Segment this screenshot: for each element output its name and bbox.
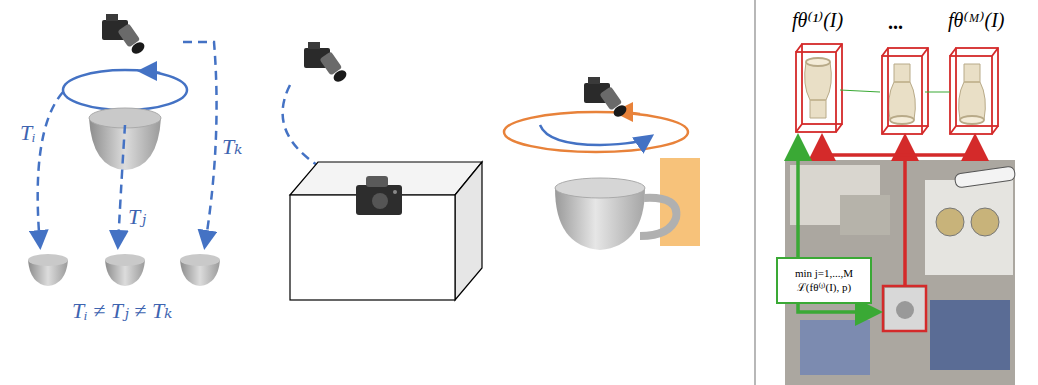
bowl-scene (28, 14, 220, 286)
loss-box: min j=1,...,M ℒ(fθ⁽ʲ⁾(I), p) (776, 257, 872, 304)
math-label: Tⱼ (128, 206, 146, 228)
math-label: fθ⁽ᴹ⁾(I) (948, 10, 1005, 30)
math-label: Tᵢ (20, 122, 36, 144)
box-scene (283, 42, 482, 300)
formula-text: min j=1,...,M ℒ(fθ⁽ʲ⁾(I), p) (782, 267, 866, 295)
mug-scene (504, 77, 700, 250)
math-label: fθ⁽¹⁾(I) (792, 10, 843, 30)
hypothesis-boxes (796, 44, 998, 134)
math-label: Tₖ (222, 136, 242, 158)
math-label: ... (888, 12, 903, 32)
math-label: Tᵢ ≠ Tⱼ ≠ Tₖ (72, 300, 172, 322)
